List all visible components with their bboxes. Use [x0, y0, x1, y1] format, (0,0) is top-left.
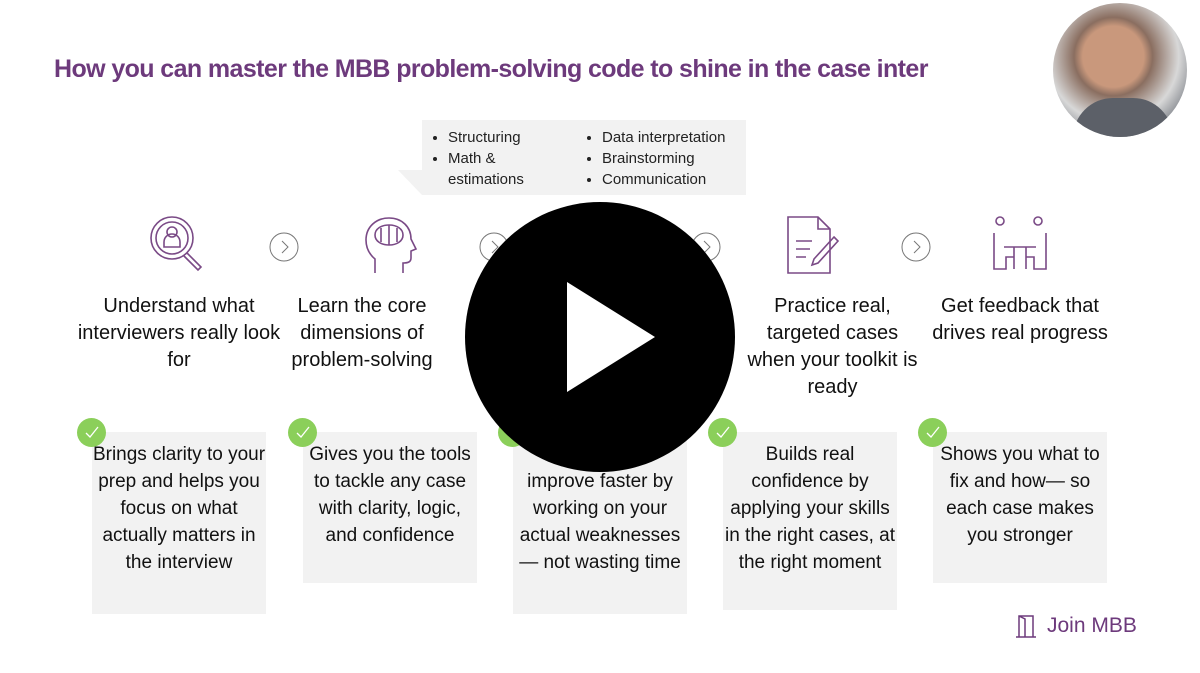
check-icon [77, 418, 106, 447]
magnifier-person-icon [150, 216, 203, 272]
chevron-right-icon [901, 232, 931, 262]
document-pen-icon [787, 216, 840, 274]
benefit-card: Gives you the tools to tackle any case w… [303, 432, 477, 583]
skill-item: Math & estimations [448, 148, 548, 190]
benefit-card: Shows you what to fix and how— so each c… [933, 432, 1107, 583]
brain-head-icon [365, 217, 418, 273]
check-icon [918, 418, 947, 447]
skill-item: Structuring [448, 127, 548, 148]
skills-tooltip: Structuring Math & estimations Data inte… [422, 120, 746, 195]
step-heading: Practice real, targeted cases when your … [747, 295, 918, 398]
meeting-icon [993, 216, 1047, 270]
chevron-right-icon [269, 232, 299, 262]
step-heading: Understand what interviewers really look… [77, 295, 281, 371]
skill-item: Communication [602, 169, 725, 190]
benefit-card: Brings clarity to your prep and helps yo… [92, 432, 266, 614]
slide-title: How you can master the MBB problem-solvi… [54, 55, 928, 83]
check-icon [288, 418, 317, 447]
benefit-card: Builds real confidence by applying your … [723, 432, 897, 610]
door-icon [1016, 615, 1036, 638]
play-icon [567, 282, 655, 392]
join-mbb-logo: Join MBB [1013, 613, 1137, 639]
presenter-webcam [1053, 3, 1187, 137]
skill-item: Brainstorming [602, 148, 725, 169]
step-heading: Learn the core dimensions of problem-sol… [291, 295, 433, 371]
tooltip-pointer [398, 170, 422, 195]
step-heading: Get feedback that drives real progress [932, 295, 1108, 344]
logo-text: Join MBB [1047, 614, 1137, 637]
skill-item: Data interpretation [602, 127, 725, 148]
check-icon [708, 418, 737, 447]
play-button[interactable] [465, 202, 735, 472]
